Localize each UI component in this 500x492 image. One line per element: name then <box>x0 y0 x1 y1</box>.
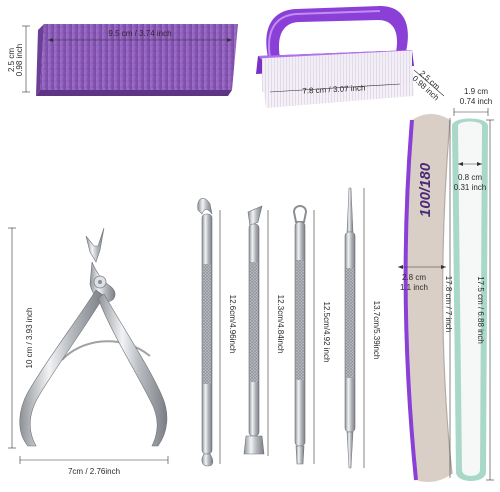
cuticle-pusher-4 <box>344 187 356 469</box>
nail-brush <box>256 6 414 108</box>
buffer-height-cm: 2.5 cm <box>7 48 16 72</box>
buffer-height-dimension: 2.5 cm 0.98 inch <box>7 25 30 93</box>
curved-file-width-in: 1.1 inch <box>400 283 428 292</box>
brush-width-dimension: 2.5 cm 0.98 inch <box>411 69 445 102</box>
buffer-length-label: 9.5 cm / 3.74 inch <box>108 29 171 38</box>
nipper-height-dimension: 10 cm / 3.93 inch <box>8 227 34 449</box>
pusher3-dimension: 12.5cm/4.92 inch <box>313 210 331 464</box>
cuticle-nipper <box>19 227 168 447</box>
straight-file-mid-dimension: 0.8 cm 0.31 inch <box>454 162 486 192</box>
file-grit-label: 100/180 <box>417 162 434 217</box>
pusher3-label: 12.5cm/4.92 inch <box>322 302 331 363</box>
curved-file-length-label: 17.8 cm / 7 inch <box>444 276 453 332</box>
curved-file-width-cm: 2.8 cm <box>402 273 426 282</box>
brush-length-dimension: 7.8 cm / 3.07 inch <box>269 83 401 96</box>
pusher4-label: 13.7cm/5.39inch <box>372 301 381 360</box>
buffer-block <box>36 24 238 96</box>
pusher1-dimension: 12.6cm/4.96inch <box>219 210 237 464</box>
cuticle-pusher-3 <box>292 205 308 465</box>
straight-file-top-dimension: 1.9 cm 0.74 inch <box>453 87 492 116</box>
cuticle-pusher-2 <box>243 205 265 455</box>
pusher2-label: 12.3cm/4.84inch <box>276 295 285 354</box>
buffer-length-dimension: 9.5 cm / 3.74 inch <box>48 29 232 42</box>
brush-length-label: 7.8 cm / 3.07 inch <box>302 83 366 95</box>
curved-file-width-dimension: 2.8 cm 1.1 inch <box>398 265 446 292</box>
nipper-width-label: 7cm / 2.76inch <box>68 467 120 476</box>
curved-file-length-dimension: 17.8 cm / 7 inch <box>444 118 453 478</box>
straight-file-length-dimension: 17.5 cm / 6.88 inch <box>476 119 494 481</box>
pusher4-dimension: 13.7cm/5.39inch <box>363 188 381 468</box>
curved-nail-file: 100/180 <box>403 114 453 482</box>
cuticle-pusher-1 <box>197 198 214 467</box>
nipper-width-dimension: 7cm / 2.76inch <box>19 456 169 476</box>
straight-file-length-label: 17.5 cm / 6.88 inch <box>476 276 485 344</box>
nipper-height-label: 10 cm / 3.93 inch <box>25 308 34 369</box>
straight-file-mid-in: 0.31 inch <box>454 183 486 192</box>
pusher1-label: 12.6cm/4.96inch <box>228 295 237 354</box>
pusher2-dimension: 12.3cm/4.84inch <box>267 210 285 456</box>
buffer-height-in: 0.98 inch <box>15 44 24 76</box>
straight-nail-file <box>452 118 488 481</box>
straight-file-mid-cm: 0.8 cm <box>458 173 482 182</box>
straight-file-top-cm: 1.9 cm <box>464 87 488 96</box>
straight-file-top-in: 0.74 inch <box>460 97 492 106</box>
